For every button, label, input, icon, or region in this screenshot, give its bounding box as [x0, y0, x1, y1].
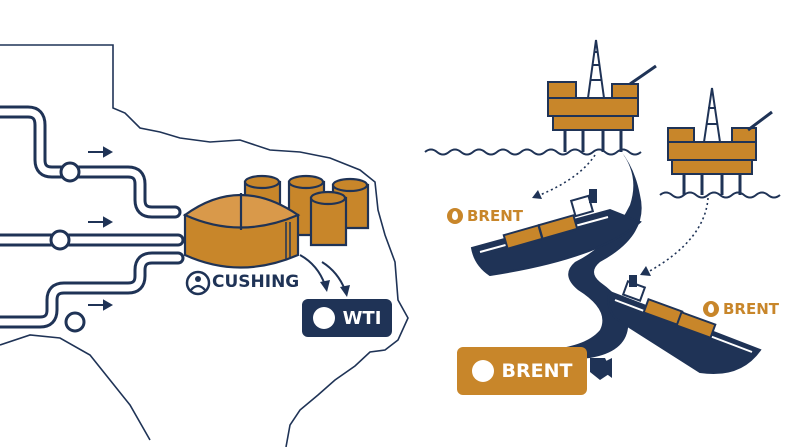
pipeline-top	[0, 105, 182, 219]
tanker-ship-icon	[470, 189, 642, 277]
wti-badge: WTI	[302, 299, 392, 337]
oil-platform-icon	[547, 39, 657, 152]
storage-tanks	[182, 174, 370, 269]
oil-drop-icon	[447, 208, 463, 224]
oil-drop-icon	[471, 360, 494, 382]
platform-to-ship-arrows	[539, 154, 709, 273]
pipeline-arrow-icon	[88, 146, 114, 311]
sea-waves-left	[424, 148, 642, 156]
lane-arrowhead	[596, 358, 612, 378]
pipeline-valves	[49, 161, 86, 333]
map-outline	[0, 44, 409, 447]
hub-people-icon	[185, 270, 211, 296]
oil-drop-icon	[312, 307, 335, 329]
wti-label: WTI	[342, 307, 382, 329]
hub-label: CUSHING	[212, 272, 300, 292]
oil-drop-icon	[703, 301, 719, 317]
tanker-ship-icon	[607, 275, 762, 374]
sea-waves-right	[659, 191, 781, 199]
brent-label-left: BRENT	[447, 207, 523, 225]
pipeline-bottom	[0, 251, 185, 329]
brent-badge: BRENT	[457, 347, 587, 395]
brent-box-label: BRENT	[501, 360, 573, 382]
brent-label-right: BRENT	[703, 300, 779, 318]
oil-platform-icon	[667, 87, 773, 195]
